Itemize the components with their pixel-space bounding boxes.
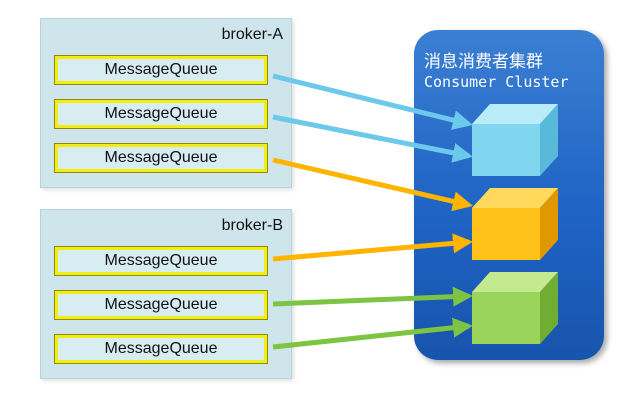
broker-b-label: broker-B xyxy=(221,217,283,234)
arrow-b1-to-consumer-2 xyxy=(272,233,473,262)
broker-b-queue-1: MessageQueue xyxy=(54,246,268,276)
arrow-a1-to-consumer-1 xyxy=(272,73,473,130)
cluster-title: 消息消费者集群 xyxy=(424,52,543,72)
consumer-1-cube xyxy=(472,104,558,176)
cluster-subtitle: Consumer Cluster xyxy=(424,73,569,91)
consumer-2-cube xyxy=(472,188,558,260)
broker-a-queue-2: MessageQueue xyxy=(54,99,268,129)
arrow-a2-to-consumer-1 xyxy=(272,114,473,163)
broker-a-queue-1: MessageQueue xyxy=(54,55,268,85)
broker-b-box: broker-B MessageQueue MessageQueue Messa… xyxy=(40,209,292,379)
consumer-3-cube xyxy=(472,272,558,344)
arrow-a3-to-consumer-2 xyxy=(272,157,473,212)
broker-b-queue-2: MessageQueue xyxy=(54,290,268,320)
broker-b-queue-3: MessageQueue xyxy=(54,334,268,364)
broker-a-label: broker-A xyxy=(221,26,283,43)
arrow-b3-to-consumer-3 xyxy=(272,317,473,350)
broker-a-box: broker-A MessageQueue MessageQueue Messa… xyxy=(40,18,292,188)
broker-a-queue-3: MessageQueue xyxy=(54,143,268,173)
arrow-b2-to-consumer-3 xyxy=(272,286,473,307)
